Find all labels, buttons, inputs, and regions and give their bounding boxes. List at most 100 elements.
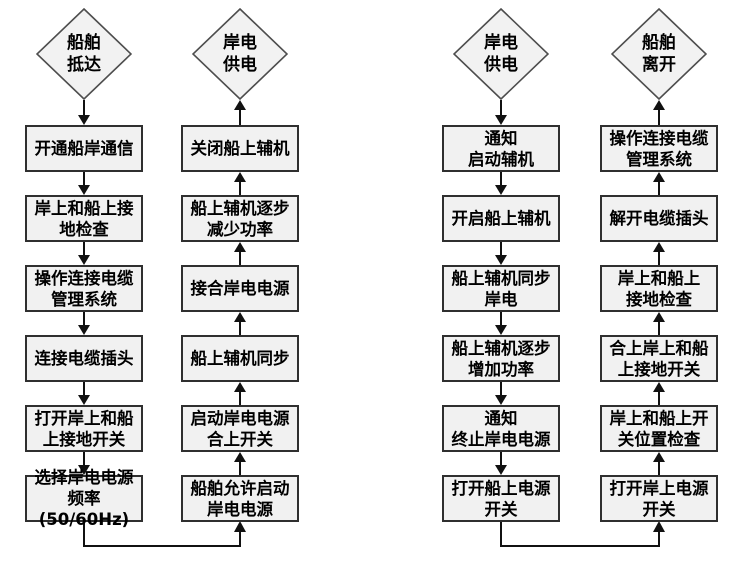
step-label: 开通船岸通信	[34, 139, 134, 158]
step-box: 通知 启动辅机	[442, 125, 560, 172]
arrow-down-icon	[78, 255, 90, 265]
step-box: 船舶允许启动 岸电电源	[181, 475, 299, 522]
arrow-down-icon	[78, 115, 90, 125]
flow-arrow-down	[25, 242, 143, 265]
flow-arrow-up	[181, 452, 299, 475]
arrow-down-icon	[495, 395, 507, 405]
step-box: 启动岸电电源 合上开关	[181, 405, 299, 452]
step-label: 操作连接电缆 管理系统	[609, 128, 709, 169]
diamond-shape	[453, 8, 549, 100]
step-label: 连接电缆插头	[34, 349, 134, 368]
step-box: 船上辅机逐步 减少功率	[181, 195, 299, 242]
diamond-shape	[36, 8, 132, 100]
step-box: 通知 终止岸电电源	[442, 405, 560, 452]
step-box: 打开船上电源 开关	[442, 475, 560, 522]
flow-arrow-up	[600, 172, 718, 195]
arrow-up-icon	[653, 521, 665, 532]
chart1-down-column: 船舶 抵达 开通船岸通信 岸上和船上接 地检查 操作连接电缆 管理系统 连接电缆…	[25, 0, 143, 563]
flow-arrow-up	[600, 382, 718, 405]
terminal-diamond: 岸电 供电	[192, 8, 288, 100]
connector-line	[500, 522, 660, 547]
flow-arrow-up	[600, 452, 718, 475]
flow-arrow-up	[181, 312, 299, 335]
flow-arrow-up	[600, 100, 718, 125]
flow-arrow-down	[25, 382, 143, 405]
arrow-down-icon	[495, 185, 507, 195]
terminal-label: 岸电 供电	[484, 33, 518, 75]
arrow-down-icon	[78, 395, 90, 405]
step-label: 解开电缆插头	[609, 209, 709, 228]
step-label: 操作连接电缆 管理系统	[34, 268, 134, 309]
step-box: 岸上和船上开 关位置检查	[600, 405, 718, 452]
flow-arrow-down	[25, 100, 143, 125]
flow-arrow-up	[600, 242, 718, 265]
step-box: 关闭船上辅机	[181, 125, 299, 172]
flow-arrow-up	[181, 242, 299, 265]
step-box: 岸上和船上接 地检查	[25, 195, 143, 242]
chart2-down-column: 岸电 供电 通知 启动辅机 开启船上辅机 船上辅机同步 岸电 船上辅机逐步 增加…	[442, 0, 560, 563]
step-label: 船上辅机同步	[190, 349, 290, 368]
step-label: 合上岸上和船 上接地开关	[609, 338, 709, 379]
step-box: 合上岸上和船 上接地开关	[600, 335, 718, 382]
arrow-up-icon	[653, 100, 665, 110]
step-label: 关闭船上辅机	[190, 139, 290, 158]
step-label: 船上辅机逐步 增加功率	[451, 338, 551, 379]
flow-arrow-down	[442, 172, 560, 195]
step-label: 选择岸电电源 频率(50/60Hz)	[34, 468, 134, 529]
step-label: 通知 终止岸电电源	[451, 408, 551, 449]
step-label: 通知 启动辅机	[468, 128, 534, 169]
arrow-down-icon	[78, 185, 90, 195]
connector-line	[83, 522, 241, 547]
terminal-label: 船舶 抵达	[67, 33, 101, 75]
arrow-up-icon	[653, 452, 665, 462]
step-label: 船舶允许启动 岸电电源	[190, 478, 290, 519]
flow-arrow-up	[181, 382, 299, 405]
step-box: 操作连接电缆 管理系统	[25, 265, 143, 312]
step-label: 打开岸上和船 上接地开关	[34, 408, 134, 449]
flow-arrow-down	[442, 242, 560, 265]
step-label: 岸上和船上 接地检查	[617, 268, 701, 309]
flow-arrow-up	[181, 100, 299, 125]
arrow-down-icon	[495, 325, 507, 335]
flow-arrow-up	[600, 312, 718, 335]
step-label: 开启船上辅机	[451, 209, 551, 228]
flow-arrow-down	[25, 452, 143, 475]
step-box: 开通船岸通信	[25, 125, 143, 172]
step-label: 岸上和船上开 关位置检查	[609, 408, 709, 449]
step-box: 船上辅机逐步 增加功率	[442, 335, 560, 382]
arrow-up-icon	[653, 242, 665, 252]
step-box: 打开岸上和船 上接地开关	[25, 405, 143, 452]
arrow-up-icon	[234, 452, 246, 462]
arrow-up-icon	[234, 242, 246, 252]
arrow-up-icon	[653, 172, 665, 182]
diamond-shape	[611, 8, 707, 100]
step-box: 开启船上辅机	[442, 195, 560, 242]
terminal-label: 岸电 供电	[223, 33, 257, 75]
step-label: 打开船上电源 开关	[451, 478, 551, 519]
arrow-down-icon	[495, 115, 507, 125]
arrow-up-icon	[234, 521, 246, 532]
arrow-up-icon	[234, 172, 246, 182]
step-label: 启动岸电电源 合上开关	[190, 408, 290, 449]
step-label: 岸上和船上接 地检查	[34, 198, 134, 239]
flow-arrow-down	[442, 100, 560, 125]
diamond-shape	[192, 8, 288, 100]
arrow-up-icon	[653, 382, 665, 392]
terminal-diamond: 船舶 抵达	[36, 8, 132, 100]
flow-arrow-down	[25, 312, 143, 335]
arrow-down-icon	[495, 465, 507, 475]
arrow-up-icon	[234, 382, 246, 392]
arrow-down-icon	[78, 465, 90, 475]
chart1-up-column: 岸电 供电 关闭船上辅机 船上辅机逐步 减少功率 接合岸电电源 船上辅机同步 启…	[181, 0, 299, 563]
flow-arrow-down	[442, 312, 560, 335]
flow-arrow-down	[442, 452, 560, 475]
step-box: 操作连接电缆 管理系统	[600, 125, 718, 172]
step-label: 船上辅机同步 岸电	[451, 268, 551, 309]
arrow-up-icon	[234, 100, 246, 110]
flow-arrow-down	[25, 172, 143, 195]
step-label: 接合岸电电源	[190, 279, 290, 298]
step-box: 选择岸电电源 频率(50/60Hz)	[25, 468, 143, 529]
terminal-label: 船舶 离开	[642, 33, 676, 75]
terminal-diamond: 岸电 供电	[453, 8, 549, 100]
